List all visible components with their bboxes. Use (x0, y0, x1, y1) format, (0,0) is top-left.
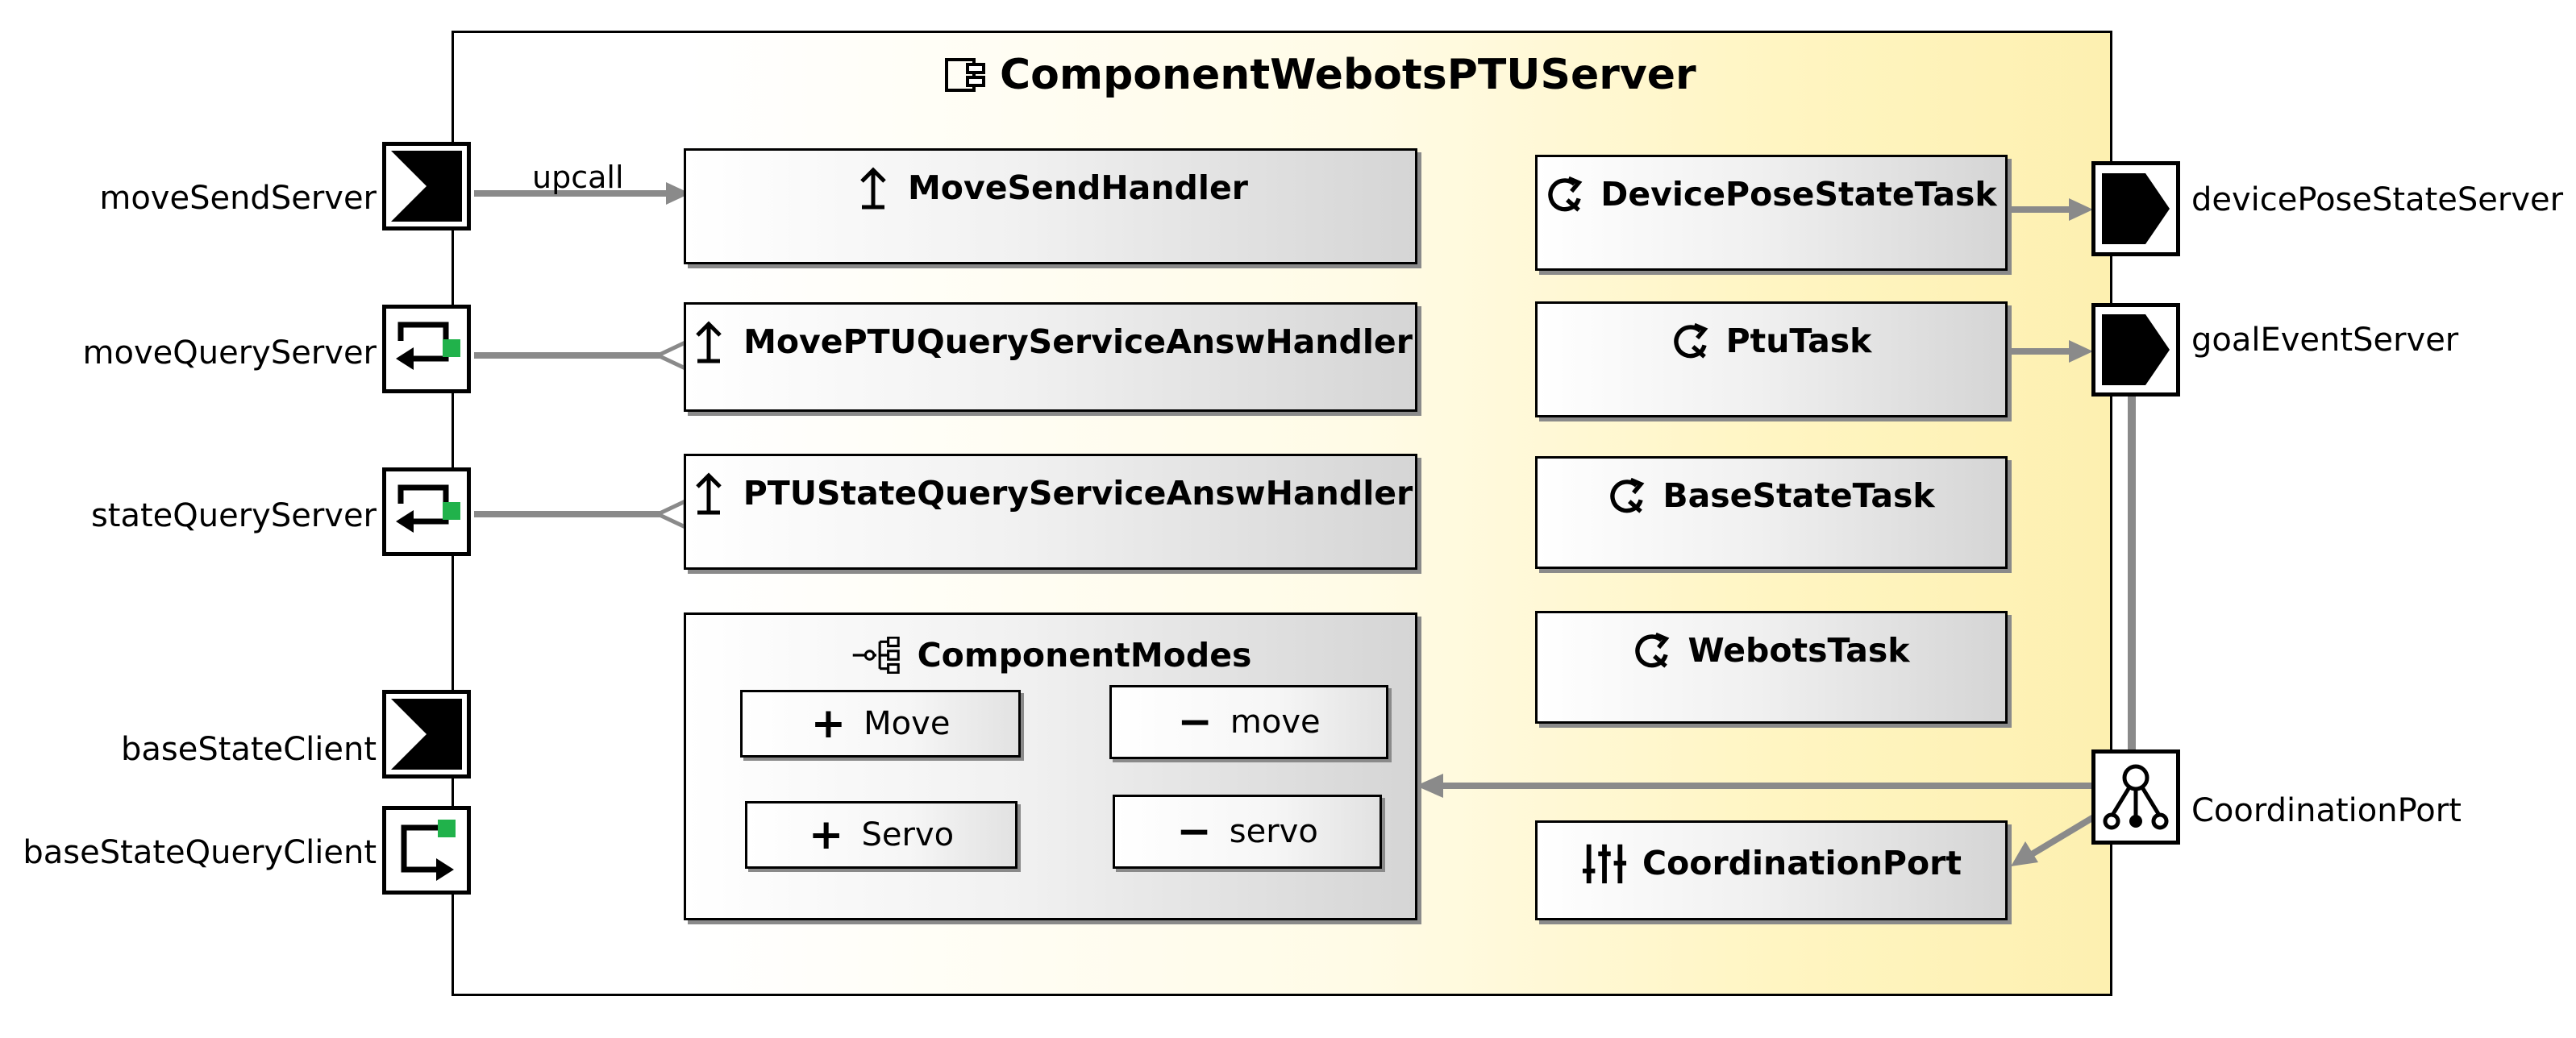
mode-label: Servo (861, 816, 955, 853)
mode-state: − move (1109, 685, 1388, 759)
handler-box: MovePTUQueryServiceAnswHandler (684, 302, 1417, 412)
component-modes-box: ComponentModes (684, 612, 1417, 920)
handler-label: MovePTUQueryServiceAnswHandler (743, 322, 1413, 361)
device-pose-state-server-port[interactable] (2091, 161, 2180, 256)
upcall-arrow-icon (860, 167, 886, 210)
mode-label: servo (1229, 813, 1318, 850)
handler-box: MoveSendHandler (684, 148, 1417, 264)
coordination-port[interactable] (2091, 749, 2180, 845)
mode-state: + Servo (745, 801, 1017, 869)
coordination-port-box-label: CoordinationPort (1642, 844, 1962, 882)
mode-plus-sign: + (808, 811, 844, 859)
task-label: DevicePoseStateTask (1600, 175, 1997, 214)
coordination-port-icon (2103, 764, 2169, 830)
push-port-icon (391, 151, 462, 222)
port-label: CoordinationPort (2191, 792, 2462, 829)
task-label: WebotsTask (1688, 631, 1910, 670)
mode-minus-sign: − (1177, 698, 1213, 746)
query-server-icon (396, 484, 460, 533)
port-label: baseStateQueryClient (23, 834, 377, 871)
port-label: stateQueryServer (90, 497, 377, 534)
task-box: WebotsTask (1535, 611, 2008, 724)
move-send-server-port[interactable] (382, 142, 471, 230)
mode-tree-icon (852, 637, 900, 674)
port-label: devicePoseStateServer (2191, 181, 2564, 218)
push-port-icon (391, 699, 462, 770)
query-client-icon (401, 820, 456, 881)
mode-state: + Move (740, 690, 1021, 758)
component-title: ComponentWebotsPTUServer (943, 47, 1696, 103)
upcall-arrow-icon (696, 321, 722, 363)
task-cycle-icon (1610, 477, 1645, 513)
task-cycle-icon (1635, 632, 1670, 668)
port-label: baseStateClient (120, 731, 377, 768)
query-server-icon (396, 322, 460, 370)
mode-state: − servo (1113, 795, 1382, 869)
handler-box: PTUStateQueryServiceAnswHandler (684, 454, 1417, 570)
goal-event-server-port[interactable] (2091, 303, 2180, 397)
coordination-port-box: CoordinationPort (1535, 820, 2008, 920)
port-label: goalEventServer (2191, 322, 2459, 359)
handler-label: MoveSendHandler (908, 168, 1248, 207)
task-cycle-icon (1548, 176, 1583, 212)
component-modes-title: ComponentModes (917, 636, 1252, 675)
task-cycle-icon (1673, 322, 1708, 359)
task-box: DevicePoseStateTask (1535, 155, 2008, 271)
move-query-server-port[interactable] (382, 305, 471, 393)
push-out-icon (2102, 314, 2170, 385)
base-state-query-client-port[interactable] (382, 806, 471, 895)
mode-plus-sign: + (810, 700, 847, 748)
handler-label: PTUStateQueryServiceAnswHandler (743, 474, 1413, 513)
task-box: BaseStateTask (1535, 456, 2008, 569)
task-box: PtuTask (1535, 301, 2008, 417)
port-label: moveSendServer (99, 180, 377, 217)
mode-label: move (1230, 704, 1321, 741)
sliders-icon (1582, 844, 1627, 884)
port-label: moveQueryServer (82, 334, 377, 372)
upcall-edge-label: upcall (532, 160, 624, 195)
base-state-client-port[interactable] (382, 690, 471, 778)
task-label: BaseStateTask (1663, 476, 1935, 515)
mode-minus-sign: − (1176, 808, 1212, 856)
task-label: PtuTask (1725, 322, 1872, 360)
component-name: ComponentWebotsPTUServer (1000, 51, 1696, 99)
state-query-server-port[interactable] (382, 467, 471, 556)
mode-label: Move (864, 705, 951, 742)
upcall-arrow-icon (695, 472, 722, 515)
component-icon (945, 58, 985, 92)
push-out-icon (2102, 173, 2170, 244)
